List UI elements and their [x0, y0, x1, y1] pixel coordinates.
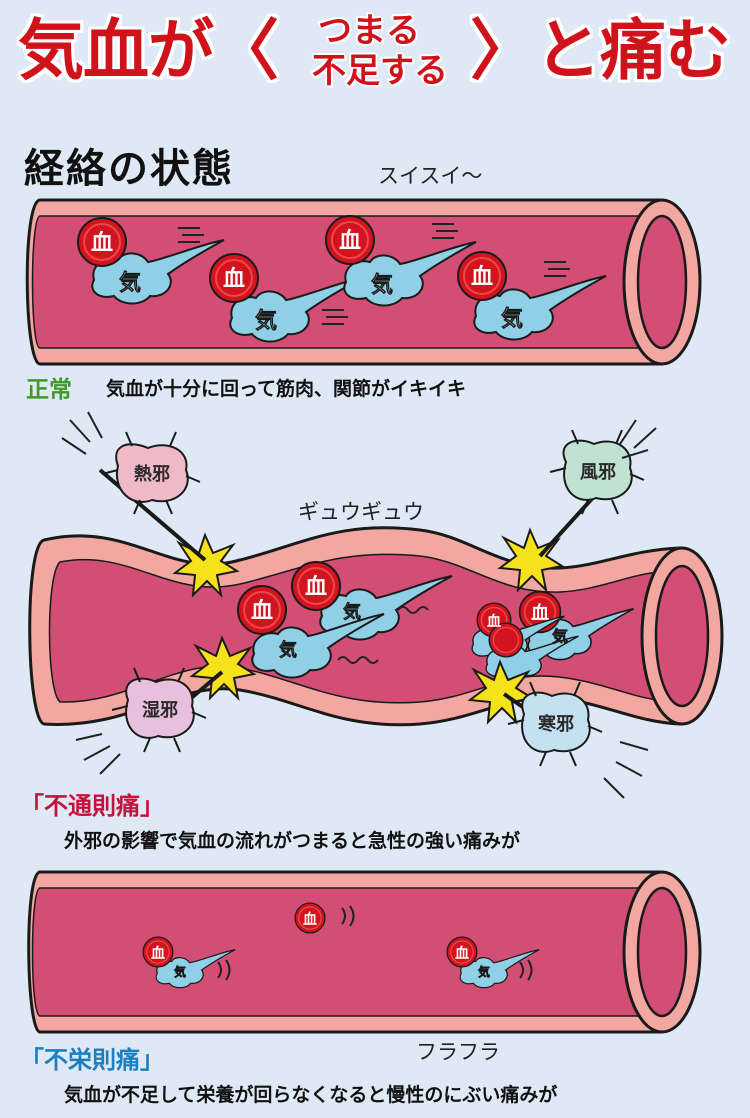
qi-label: 気 [119, 270, 141, 296]
evil-cold [507, 681, 603, 767]
blood-label: 血 [455, 945, 469, 962]
state-normal-description: 気血が十分に回って筋肉、関節がイキイキ [106, 378, 467, 400]
evil-wind [549, 429, 645, 515]
evil-heat-label: 熱邪 [134, 463, 170, 485]
blood-label: 血 [471, 264, 493, 290]
blood-label: 血 [305, 574, 327, 600]
blood-label: 血 [91, 230, 113, 256]
evil-damp [111, 667, 207, 753]
vessel-normal [25, 198, 702, 366]
state-deficient-label: 「不栄則痛」 [20, 1046, 164, 1074]
section-title: 経絡の状態 [24, 146, 234, 192]
blood-label: 血 [223, 266, 245, 292]
qi-label: 気 [371, 272, 393, 298]
evil-damp-label: 湿邪 [142, 700, 178, 721]
qi-label: 気 [279, 639, 297, 661]
evil-cold-label: 寒邪 [537, 713, 574, 735]
evil-heat [101, 431, 201, 515]
evil-labels: 熱邪 風邪 湿邪 寒邪 [134, 462, 616, 735]
qi-label: 気 [552, 627, 568, 646]
state-normal-label: 正常 [26, 377, 72, 403]
evil-wind-label: 風邪 [580, 462, 616, 483]
title-stack-bottom: 不足する [312, 51, 448, 91]
qi-label: 気 [174, 964, 186, 979]
state-deficient-description: 気血が不足して栄養が回らなくなると慢性のにぶい痛みが [64, 1084, 558, 1106]
onomatopoeia-weak: フラフラ [416, 1040, 500, 1064]
title-stack-top: つまる [318, 11, 420, 51]
qi-label: 気 [501, 306, 523, 332]
vessel-deficient [27, 870, 702, 1034]
blood-labels: 血 血 血 血 血 血 血 血 血 血 血 [91, 228, 549, 962]
blood-label: 血 [303, 911, 317, 928]
onomatopoeia-blocked: ギュウギュウ [298, 500, 424, 524]
onomatopoeia-normal: スイスイ～ [378, 164, 483, 188]
blood-label: 血 [531, 602, 549, 624]
qi-label: 気 [343, 601, 361, 623]
blood-label: 血 [251, 598, 273, 624]
qi-label: 気 [255, 308, 277, 334]
state-blocked-label: 「不通則痛」 [20, 792, 164, 820]
blood-label: 血 [151, 945, 165, 962]
state-blocked-description: 外邪の影響で気血の流れがつまると急性の強い痛みが [64, 830, 521, 852]
qi-label: 気 [478, 964, 490, 979]
blood-label: 血 [487, 613, 501, 630]
title-banner: 気血が〈 つまる 不足する 〉と痛む [0, 4, 750, 116]
title-main-right: 〉と痛む [470, 12, 731, 89]
qi-labels: 気 気 気 気 気 気 気 気 気 [119, 270, 569, 980]
blood-label: 血 [339, 228, 361, 254]
vessel-blocked [28, 411, 724, 799]
title-main-left: 気血が〈 [18, 12, 279, 89]
